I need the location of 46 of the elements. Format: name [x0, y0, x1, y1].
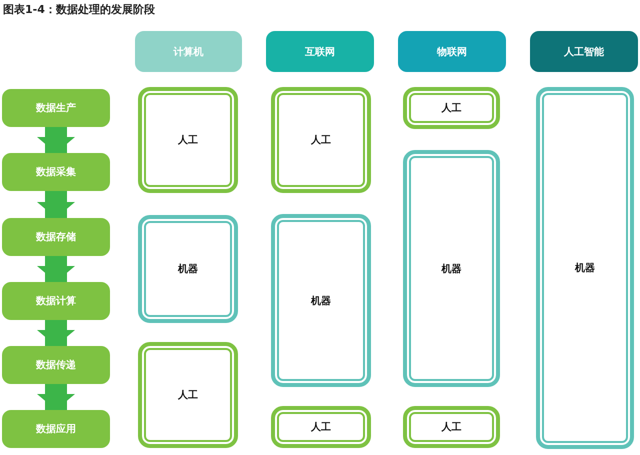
content-panel [271, 406, 371, 448]
process-step [2, 346, 110, 384]
panel-label: 人工 [311, 134, 331, 147]
step-label: 数据传递 [36, 358, 76, 372]
stage-header [398, 31, 506, 72]
block-arrow [37, 191, 75, 218]
stage-header [266, 31, 374, 72]
block-arrow [37, 384, 75, 410]
content-panel [138, 215, 238, 323]
step-label: 数据生产 [36, 102, 76, 115]
stage-header [530, 31, 638, 72]
content-panel [138, 87, 238, 193]
panel-label: 人工 [442, 102, 462, 115]
step-label: 数据存储 [36, 230, 76, 244]
panel-label: 机器 [575, 262, 595, 275]
step-label: 数据应用 [36, 422, 76, 436]
content-panel [138, 342, 238, 448]
process-step [2, 410, 110, 448]
panel-label: 机器 [442, 262, 462, 276]
content-panel [271, 214, 371, 387]
header-label: 人工智能 [564, 46, 604, 58]
content-panel [403, 406, 500, 448]
panel-label: 人工 [311, 420, 331, 434]
block-arrow [37, 320, 75, 346]
panel-label: 人工 [442, 420, 462, 434]
process-step [2, 218, 110, 256]
panel-label: 机器 [178, 262, 198, 276]
panel-label: 机器 [311, 294, 331, 308]
panel-label: 人工 [178, 388, 198, 402]
header-label: 物联网 [437, 46, 467, 58]
process-step [2, 89, 110, 127]
diagram-title: 图表1-4：数据处理的发展阶段 [3, 2, 155, 17]
process-step [2, 153, 110, 191]
block-arrow [37, 127, 75, 153]
step-label: 数据采集 [36, 166, 76, 179]
content-panel [403, 150, 500, 387]
stage-header [135, 31, 242, 72]
block-arrow [37, 256, 75, 282]
header-label: 计算机 [174, 46, 204, 58]
content-panel [403, 87, 500, 129]
content-panel [536, 87, 634, 449]
content-panel [271, 87, 371, 193]
step-label: 数据计算 [36, 294, 76, 308]
process-step [2, 282, 110, 320]
header-label: 互联网 [305, 46, 335, 58]
panel-label: 人工 [178, 134, 198, 147]
